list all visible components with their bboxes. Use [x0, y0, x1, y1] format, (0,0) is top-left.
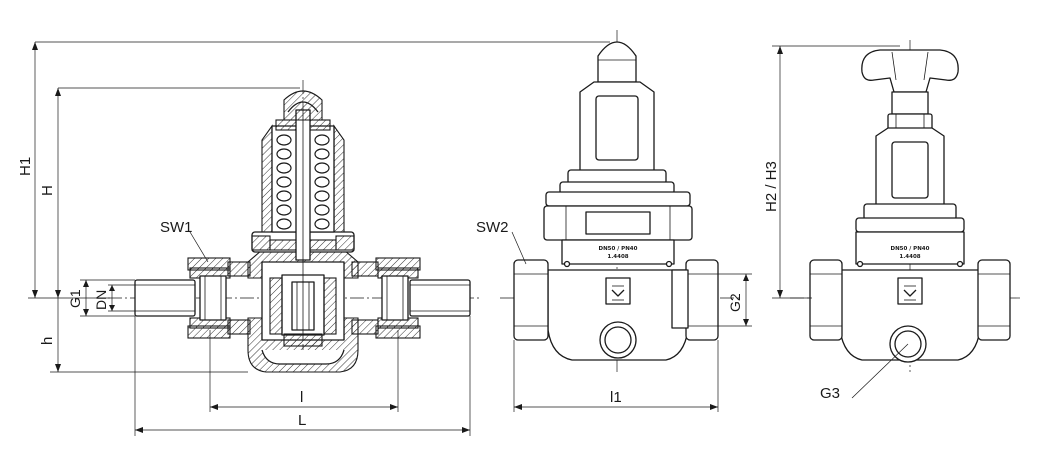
nameplate-right-line1: DN50 / PN40: [891, 246, 930, 252]
spring: [276, 134, 330, 230]
bonnet-section: [251, 90, 355, 340]
nameplate-line1: DN50 / PN40: [599, 246, 638, 252]
right-union: [685, 259, 719, 341]
h-small-label: h: [39, 337, 56, 345]
g1-dn-dimensions: G1 DN: [67, 279, 135, 317]
h2-h3-dimension: H2 / H3: [763, 45, 900, 299]
front-view: DN50 / PN40 1.4408 SW2 G2: [476, 30, 752, 412]
sw2-leader: [511, 231, 527, 265]
h-label: H: [39, 185, 56, 196]
right-connection: [351, 257, 471, 339]
g2-dimension: G2: [718, 273, 752, 327]
left-union: [513, 259, 549, 341]
g1-label: G1: [67, 289, 83, 308]
l-small-label: l: [300, 389, 303, 406]
sw1-label: SW1: [160, 219, 193, 236]
sw2-label: SW2: [476, 219, 509, 236]
sw1-leader: [189, 231, 209, 263]
left-union-right: [809, 259, 843, 341]
nameplate-right: [855, 231, 965, 265]
height-dimensions-left: H1 H: [17, 41, 610, 299]
handwheel: [861, 49, 959, 93]
cap: [597, 41, 637, 83]
dn-label: DN: [93, 290, 109, 310]
stem: [891, 91, 929, 115]
section-view: SW1 H1 H h: [17, 41, 610, 436]
h2-h3-label: H2 / H3: [763, 161, 780, 212]
nameplate: [561, 239, 675, 265]
g2-label: G2: [727, 293, 743, 312]
nameplate-right-line2: 1.4408: [899, 254, 920, 260]
handwheel-view: DN50 / PN40 1.4408 G3 H2 / H3: [763, 40, 1020, 402]
left-connection: [134, 257, 251, 339]
l1-dimension: l1: [513, 340, 719, 412]
l1-label: l1: [610, 389, 622, 406]
g3-leader: [851, 343, 909, 399]
h1-label: H1: [17, 157, 34, 176]
length-dimensions-left: l L: [134, 316, 471, 436]
nameplate-line2: 1.4408: [607, 254, 628, 260]
l-big-label: L: [298, 412, 306, 429]
h-small-dimension: h: [39, 298, 248, 373]
right-union-right: [977, 259, 1011, 341]
g3-label: G3: [820, 385, 840, 402]
